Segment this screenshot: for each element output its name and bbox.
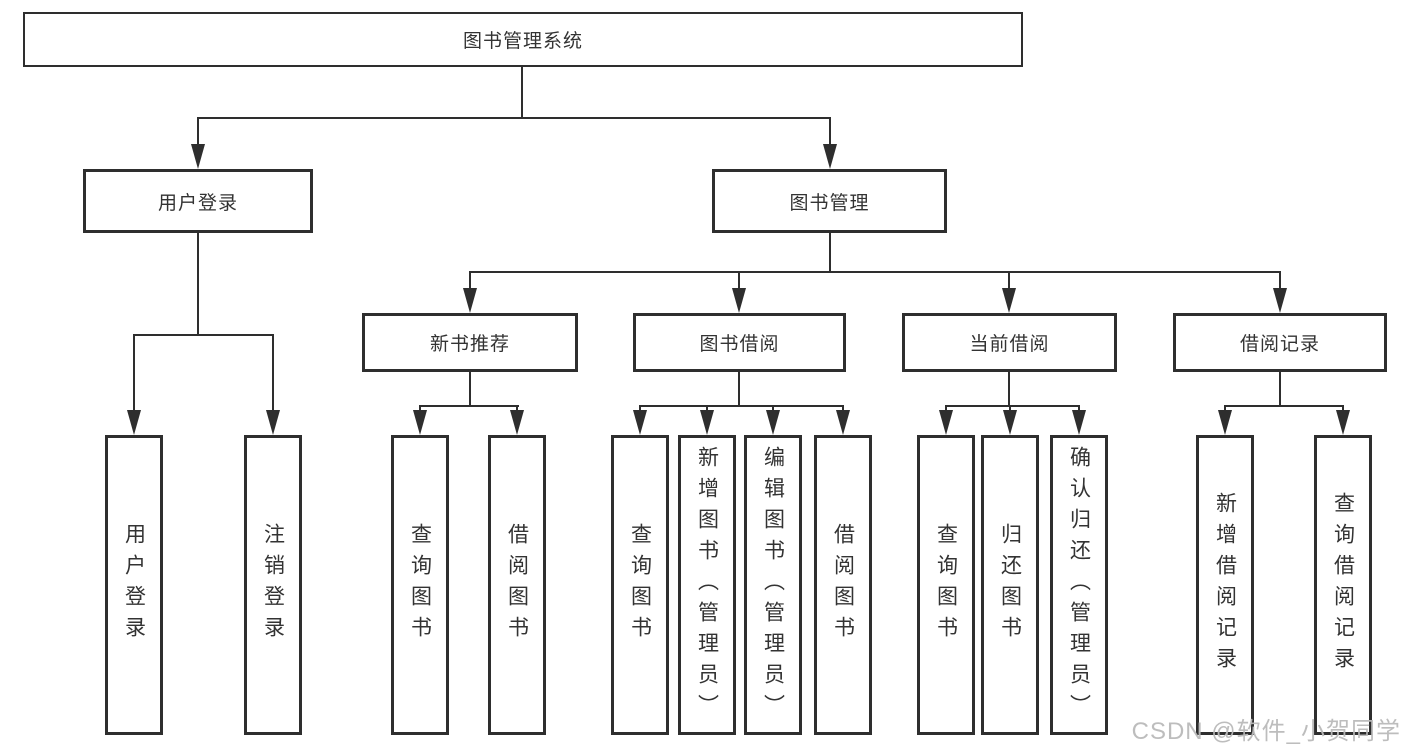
node-new-book-recommend: 新书推荐 — [362, 313, 578, 372]
leaf-query-books-borrowing: 查询图书 — [611, 435, 669, 735]
node-label: 图书管理 — [789, 192, 870, 214]
connector-drop — [829, 117, 831, 149]
arrowhead-down — [463, 288, 477, 313]
arrowhead-down — [1003, 410, 1017, 435]
connector-l2-rail — [197, 117, 831, 119]
leaf-label: 编辑图书（管理员） — [761, 445, 785, 725]
connector-stem — [1279, 372, 1281, 407]
leaf-label: 查询图书 — [408, 523, 432, 647]
node-library-management-system: 图书管理系统 — [23, 12, 1023, 67]
connector-drop — [469, 271, 471, 291]
leaf-user-login: 用户登录 — [105, 435, 163, 735]
arrowhead-down — [633, 410, 647, 435]
arrowhead-down — [413, 410, 427, 435]
node-book-management: 图书管理 — [712, 169, 947, 233]
connector-userlogin-stem — [197, 233, 199, 336]
arrowhead-down — [939, 410, 953, 435]
node-borrowing-records: 借阅记录 — [1173, 313, 1387, 372]
arrowhead-down — [1273, 288, 1287, 313]
connector-rail — [419, 405, 519, 407]
leaf-edit-books-admin: 编辑图书（管理员） — [744, 435, 802, 735]
connector-drop — [197, 117, 199, 149]
connector-stem — [738, 372, 740, 407]
leaf-label: 借阅图书 — [505, 523, 529, 647]
arrowhead-down — [700, 410, 714, 435]
leaf-label: 查询图书 — [628, 523, 652, 647]
node-label: 图书借阅 — [699, 334, 780, 355]
arrowhead-down — [1336, 410, 1350, 435]
connector-drop — [272, 334, 274, 412]
leaf-label: 注销登录 — [261, 523, 285, 647]
arrowhead-down — [1218, 410, 1232, 435]
arrowhead-down — [766, 410, 780, 435]
arrowhead-down — [266, 410, 280, 435]
arrowhead-down — [127, 410, 141, 435]
leaf-confirm-return-admin: 确认归还（管理员） — [1050, 435, 1108, 735]
arrowhead-down — [836, 410, 850, 435]
leaf-label: 归还图书 — [998, 523, 1022, 647]
node-label: 借阅记录 — [1239, 334, 1320, 355]
connector-userlogin-rail — [133, 334, 274, 336]
leaf-label: 新增图书（管理员） — [695, 445, 719, 725]
arrowhead-down — [823, 144, 837, 169]
arrowhead-down — [1072, 410, 1086, 435]
arrowhead-down — [191, 144, 205, 169]
node-book-borrowing: 图书借阅 — [633, 313, 846, 372]
connector-drop — [738, 271, 740, 291]
arrowhead-down — [1002, 288, 1016, 313]
connector-bookmgmt-stem — [829, 233, 831, 273]
connector-stem — [469, 372, 471, 407]
connector-l3-rail — [469, 271, 1281, 273]
connector-rail — [945, 405, 1080, 407]
leaf-query-books-current: 查询图书 — [917, 435, 975, 735]
leaf-query-borrow-record: 查询借阅记录 — [1314, 435, 1372, 735]
connector-stem — [1008, 372, 1010, 407]
arrowhead-down — [510, 410, 524, 435]
leaf-label: 借阅图书 — [831, 523, 855, 647]
arrowhead-down — [732, 288, 746, 313]
node-label: 用户登录 — [157, 192, 238, 214]
leaf-label: 查询借阅记录 — [1331, 492, 1355, 678]
leaf-logout: 注销登录 — [244, 435, 302, 735]
node-label: 新书推荐 — [429, 334, 510, 355]
connector-drop — [1279, 271, 1281, 291]
leaf-return-books: 归还图书 — [981, 435, 1039, 735]
connector-drop — [1008, 271, 1010, 291]
connector-rail — [1224, 405, 1344, 407]
leaf-borrow-books-recommend: 借阅图书 — [488, 435, 546, 735]
node-label: 图书管理系统 — [462, 31, 583, 52]
leaf-add-books-admin: 新增图书（管理员） — [678, 435, 736, 735]
node-user-login: 用户登录 — [83, 169, 313, 233]
csdn-watermark: CSDN @软件_小贺同学 — [1131, 718, 1401, 745]
leaf-add-borrow-record: 新增借阅记录 — [1196, 435, 1254, 735]
leaf-label: 用户登录 — [122, 523, 146, 647]
connector-rail — [639, 405, 844, 407]
leaf-label: 新增借阅记录 — [1213, 492, 1237, 678]
connector-drop — [133, 334, 135, 412]
node-current-borrowing: 当前借阅 — [902, 313, 1117, 372]
leaf-query-books-recommend: 查询图书 — [391, 435, 449, 735]
leaf-borrow-books-borrowing: 借阅图书 — [814, 435, 872, 735]
leaf-label: 确认归还（管理员） — [1067, 445, 1091, 725]
leaf-label: 查询图书 — [934, 523, 958, 647]
node-label: 当前借阅 — [969, 334, 1050, 355]
connector-root-stem — [521, 67, 523, 119]
